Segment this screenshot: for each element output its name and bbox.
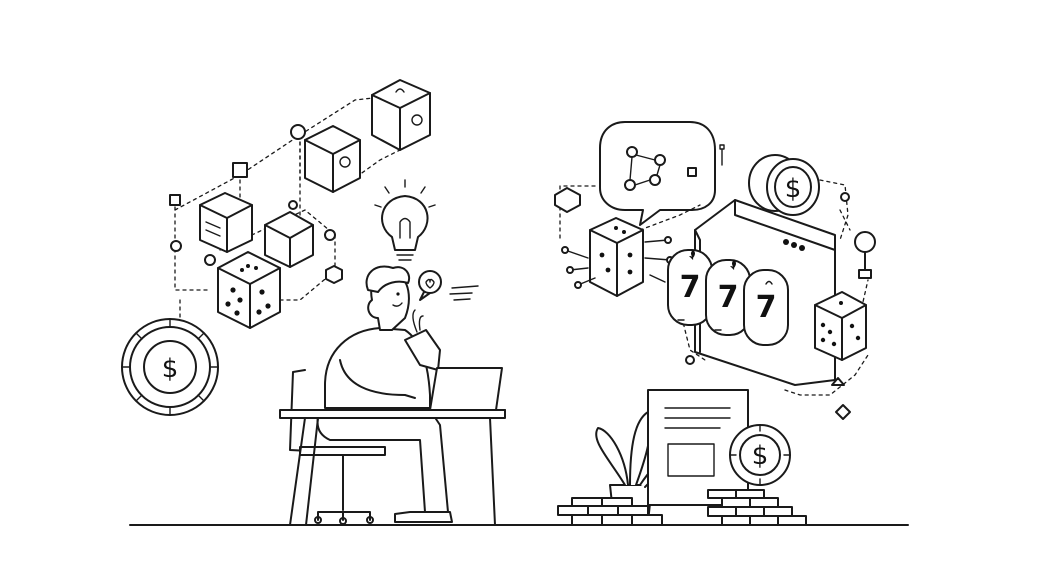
- slot-reel-symbol: 7: [718, 280, 739, 315]
- coin-stack-right: $: [719, 144, 820, 216]
- slot-lever: [854, 231, 876, 279]
- slot-reel: [743, 269, 789, 346]
- desk-top: [279, 409, 506, 419]
- slot-reel-symbol: 7: [756, 290, 777, 325]
- casino-chip-right: $: [729, 424, 791, 486]
- box-document: [199, 192, 253, 253]
- chat-bubble-network: [599, 121, 716, 226]
- casino-chip-left: $: [121, 318, 219, 416]
- coin-dollar-sign: $: [752, 441, 769, 471]
- club-icon: [730, 260, 736, 270]
- network-square: [169, 194, 181, 206]
- slot-reel-symbol: 7: [680, 270, 701, 305]
- cube-tiny: [325, 265, 343, 284]
- document-paper: [647, 389, 749, 506]
- coin-dollar-sign: $: [162, 354, 179, 384]
- shoe: [394, 511, 453, 523]
- network-node: [288, 200, 298, 210]
- cube-connector: [264, 211, 314, 268]
- dice-circuit: [554, 187, 674, 297]
- club-icon: [689, 250, 695, 260]
- brick-stack-left: [557, 497, 663, 526]
- dice-right: [814, 291, 867, 361]
- coin-dollar-sign: $: [785, 174, 802, 204]
- hair: [365, 265, 411, 293]
- laptop: [429, 367, 503, 411]
- person-at-desk: [279, 265, 506, 526]
- network-node: [204, 254, 216, 266]
- brick-stack-right: [707, 489, 807, 526]
- cube-middle: [304, 125, 361, 193]
- network-cube-small: [232, 162, 248, 178]
- diamond-shape: [835, 404, 851, 420]
- cube-top: [371, 79, 431, 151]
- dice-left: [217, 251, 281, 329]
- network-node: [324, 229, 336, 241]
- lightbulb-icon: [374, 179, 436, 261]
- slot-machine: 7 7 7: [667, 199, 836, 386]
- chair-seat: [299, 446, 386, 456]
- connection-network: [169, 94, 401, 331]
- network-node: [290, 124, 306, 140]
- network-node: [170, 240, 182, 252]
